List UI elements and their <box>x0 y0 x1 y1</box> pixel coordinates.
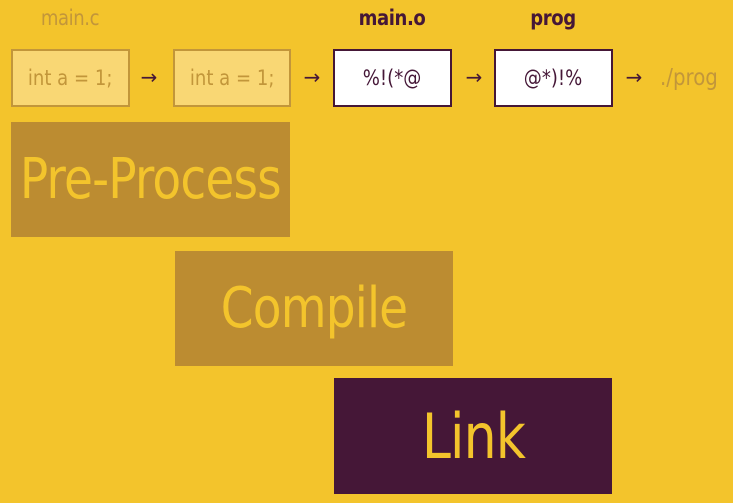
preprocessed-code-box: int a = 1; <box>173 49 291 107</box>
stage-link-label: Link <box>421 399 525 473</box>
object-file-box: %!(*@ <box>333 49 452 107</box>
source-code-text: int a = 1; <box>28 66 113 90</box>
program-file-box: @*)!% <box>494 49 613 107</box>
arrow-icon: → <box>140 65 158 89</box>
arrow-icon: → <box>465 65 483 89</box>
arrow-icon: → <box>625 65 643 89</box>
label-main-o: main.o <box>358 6 426 30</box>
source-code-box: int a = 1; <box>11 49 130 107</box>
stage-preprocess: Pre-Process <box>11 122 290 237</box>
stage-preprocess-label: Pre-Process <box>20 147 282 212</box>
program-bytes-text: @*)!% <box>524 66 583 90</box>
stage-link: Link <box>334 378 612 494</box>
label-main-c: main.c <box>40 6 100 30</box>
object-bytes-text: %!(*@ <box>363 66 422 90</box>
arrow-icon: → <box>303 65 321 89</box>
output-executable: ./prog <box>660 65 718 91</box>
stage-compile: Compile <box>175 251 453 366</box>
label-prog: prog <box>530 6 576 30</box>
stage-compile-label: Compile <box>220 276 408 341</box>
preprocessed-code-text: int a = 1; <box>189 66 275 90</box>
